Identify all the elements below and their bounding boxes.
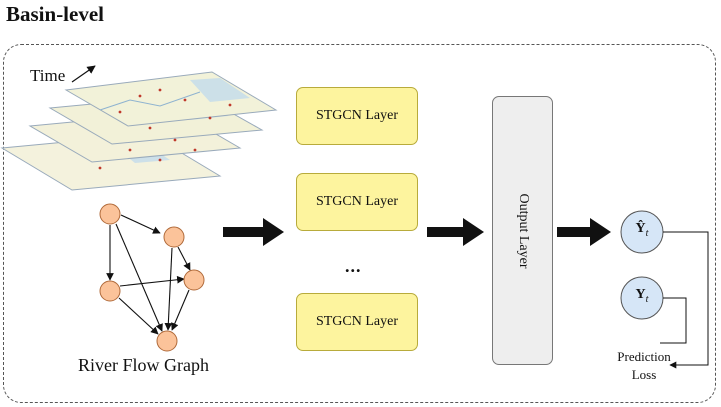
flow-arrow [557,218,611,246]
graph-node [163,226,185,248]
output-layer-label: Output Layer [515,192,531,269]
stgcn-layer: STGCN Layer [296,293,418,351]
y-symbol: Y [635,287,646,302]
time-label: Time [30,66,66,85]
loss-line-1: Prediction [617,349,671,364]
subscript: t [645,293,649,305]
graph-node [99,280,121,302]
flow-arrows [223,218,611,246]
graph-node [99,203,121,225]
loss-line-2: Loss [631,367,657,382]
section-title: Basin-level [6,2,104,26]
graph-node [156,330,178,352]
river-flow-graph-label: River Flow Graph [78,355,209,375]
stgcn-layer: STGCN Layer [296,87,418,145]
flow-arrow [223,218,284,246]
y-hat-symbol: Ŷ [635,221,646,236]
map-stack [0,71,278,191]
time-arrow [71,65,96,83]
basin-level-frame [3,44,716,403]
graph-edges [106,214,191,335]
flow-arrow [427,218,484,246]
prediction-loss-label: Prediction Loss [600,348,688,384]
ground-truth-label: Yt [621,287,663,305]
ellipsis: ... [345,256,362,276]
map-markers [98,88,232,170]
map-slice [64,71,278,127]
output-layer: Output Layer [492,96,553,365]
subscript: t [645,227,649,239]
graph-node [183,269,205,291]
prediction-label: Ŷt [621,221,663,239]
graph-nodes [99,203,205,352]
loss-connectors [660,231,709,369]
stgcn-layer: STGCN Layer [296,173,418,231]
